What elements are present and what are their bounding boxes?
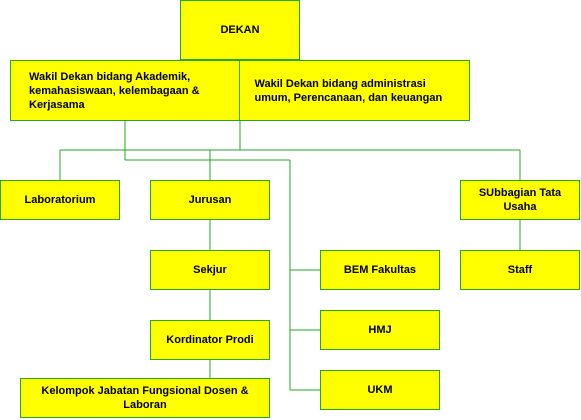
node-label: HMJ (368, 324, 392, 336)
node-wakil-dekan-administrasi: Wakil Dekan bidang administrasi umum, Pe… (239, 60, 470, 121)
node-laboratorium: Laboratorium (0, 180, 120, 220)
node-kelompok-jabatan-fungsional: Kelompok Jabatan Fungsional Dosen & Labo… (20, 378, 270, 418)
node-dekan: DEKAN (180, 0, 300, 60)
node-label: DEKAN (220, 24, 260, 36)
node-hmj: HMJ (320, 310, 440, 350)
node-label: Laboratorium (24, 194, 96, 206)
node-label: Kelompok Jabatan Fungsional Dosen & Labo… (41, 385, 249, 411)
node-label: BEM Fakultas (343, 264, 417, 276)
node-label: UKM (367, 384, 393, 396)
node-label: Wakil Dekan bidang Akademik, kemahasiswa… (29, 70, 200, 111)
node-label: Staff (507, 264, 533, 276)
node-label: Kordinator Prodi (166, 334, 254, 346)
node-ukm: UKM (320, 370, 440, 410)
node-subbagian-tata-usaha: SUbbagian Tata Usaha (460, 180, 580, 220)
node-jurusan: Jurusan (150, 180, 270, 220)
node-staff: Staff (460, 250, 580, 290)
node-label: Wakil Dekan bidang administrasi umum, Pe… (254, 77, 443, 104)
node-label: Sekjur (193, 264, 227, 276)
node-label: Jurusan (188, 194, 232, 206)
node-wakil-dekan-akademik: Wakil Dekan bidang Akademik, kemahasiswa… (10, 60, 240, 121)
node-kordinator-prodi: Kordinator Prodi (150, 320, 270, 360)
node-bem-fakultas: BEM Fakultas (320, 250, 440, 290)
node-label: SUbbagian Tata Usaha (478, 187, 562, 213)
node-sekjur: Sekjur (150, 250, 270, 290)
